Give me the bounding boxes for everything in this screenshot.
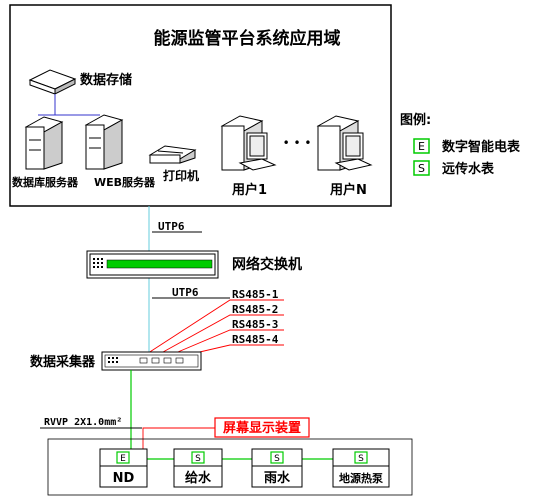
meter-enclosure — [47, 438, 413, 496]
platform-domain-box — [9, 4, 392, 207]
legend-e-label: 数字智能电表 — [442, 139, 521, 155]
db-server-label: 数据库服务器 — [12, 175, 79, 189]
legend-e-code: E — [418, 140, 425, 153]
meter-rainwater-label: 雨水 — [264, 470, 291, 486]
meter-water-supply: S 给水 — [173, 448, 223, 488]
meter-nd-badge — [116, 451, 130, 464]
user1-workstation-icon — [220, 115, 277, 171]
legend-item-electric-meter: E 数字智能电表 — [413, 138, 521, 155]
meter-heat-pump-code: S — [358, 454, 364, 464]
legend-s-code: S — [418, 162, 425, 175]
switch-label: 网络交换机 — [232, 256, 302, 273]
legend-title: 图例: — [400, 112, 431, 128]
network-switch-icon — [86, 250, 219, 279]
printer-icon — [148, 145, 197, 164]
rvvp-label: RVVP 2X1.0mm² — [44, 417, 122, 428]
data-collector-icon — [101, 351, 202, 371]
meter-water-supply-code: S — [195, 454, 201, 464]
userN-workstation-icon — [316, 115, 373, 171]
storage-label: 数据存储 — [80, 72, 132, 88]
meter-heat-pump-label: 地源热泵 — [339, 471, 383, 485]
meter-nd-label: ND — [113, 471, 135, 486]
display-device-label: 屏幕显示装置 — [223, 420, 301, 436]
utp-lower-label: UTP6 — [172, 286, 199, 299]
rs485-1-label: RS485-1 — [232, 288, 279, 301]
legend-e-box — [413, 138, 430, 154]
user1-label: 用户1 — [231, 182, 267, 198]
userN-label: 用户N — [329, 182, 367, 198]
rs485-4-label: RS485-4 — [232, 333, 279, 346]
legend-s-label: 远传水表 — [442, 161, 495, 177]
rs485-3-label: RS485-3 — [232, 318, 278, 331]
collector-label: 数据采集器 — [30, 354, 96, 370]
meter-rainwater: S 雨水 — [251, 448, 303, 488]
legend-s-box — [413, 160, 430, 176]
platform-title: 能源监管平台系统应用域 — [154, 28, 341, 49]
utp-upper-label: UTP6 — [158, 220, 185, 233]
printer-label: 打印机 — [163, 168, 199, 183]
legend-item-water-meter: S 远传水表 — [413, 160, 495, 177]
meter-nd: E ND — [99, 448, 148, 488]
storage-icon — [28, 69, 77, 95]
display-device-box — [214, 417, 310, 438]
web-server-icon — [84, 114, 124, 170]
display-link — [142, 427, 215, 450]
meter-heat-pump-badge — [354, 451, 368, 464]
meter-nd-code: E — [120, 454, 126, 464]
meter-rainwater-code: S — [274, 454, 280, 464]
meter-water-supply-badge — [191, 451, 205, 464]
meter-water-supply-label: 给水 — [185, 470, 212, 486]
ellipsis: • • • — [283, 136, 312, 150]
meter-rainwater-badge — [270, 451, 284, 464]
db-server-icon — [24, 116, 64, 170]
web-server-label: WEB服务器 — [94, 175, 156, 189]
rs485-2-label: RS485-2 — [232, 303, 278, 316]
meter-ground-source-heat-pump: S 地源热泵 — [332, 448, 390, 488]
